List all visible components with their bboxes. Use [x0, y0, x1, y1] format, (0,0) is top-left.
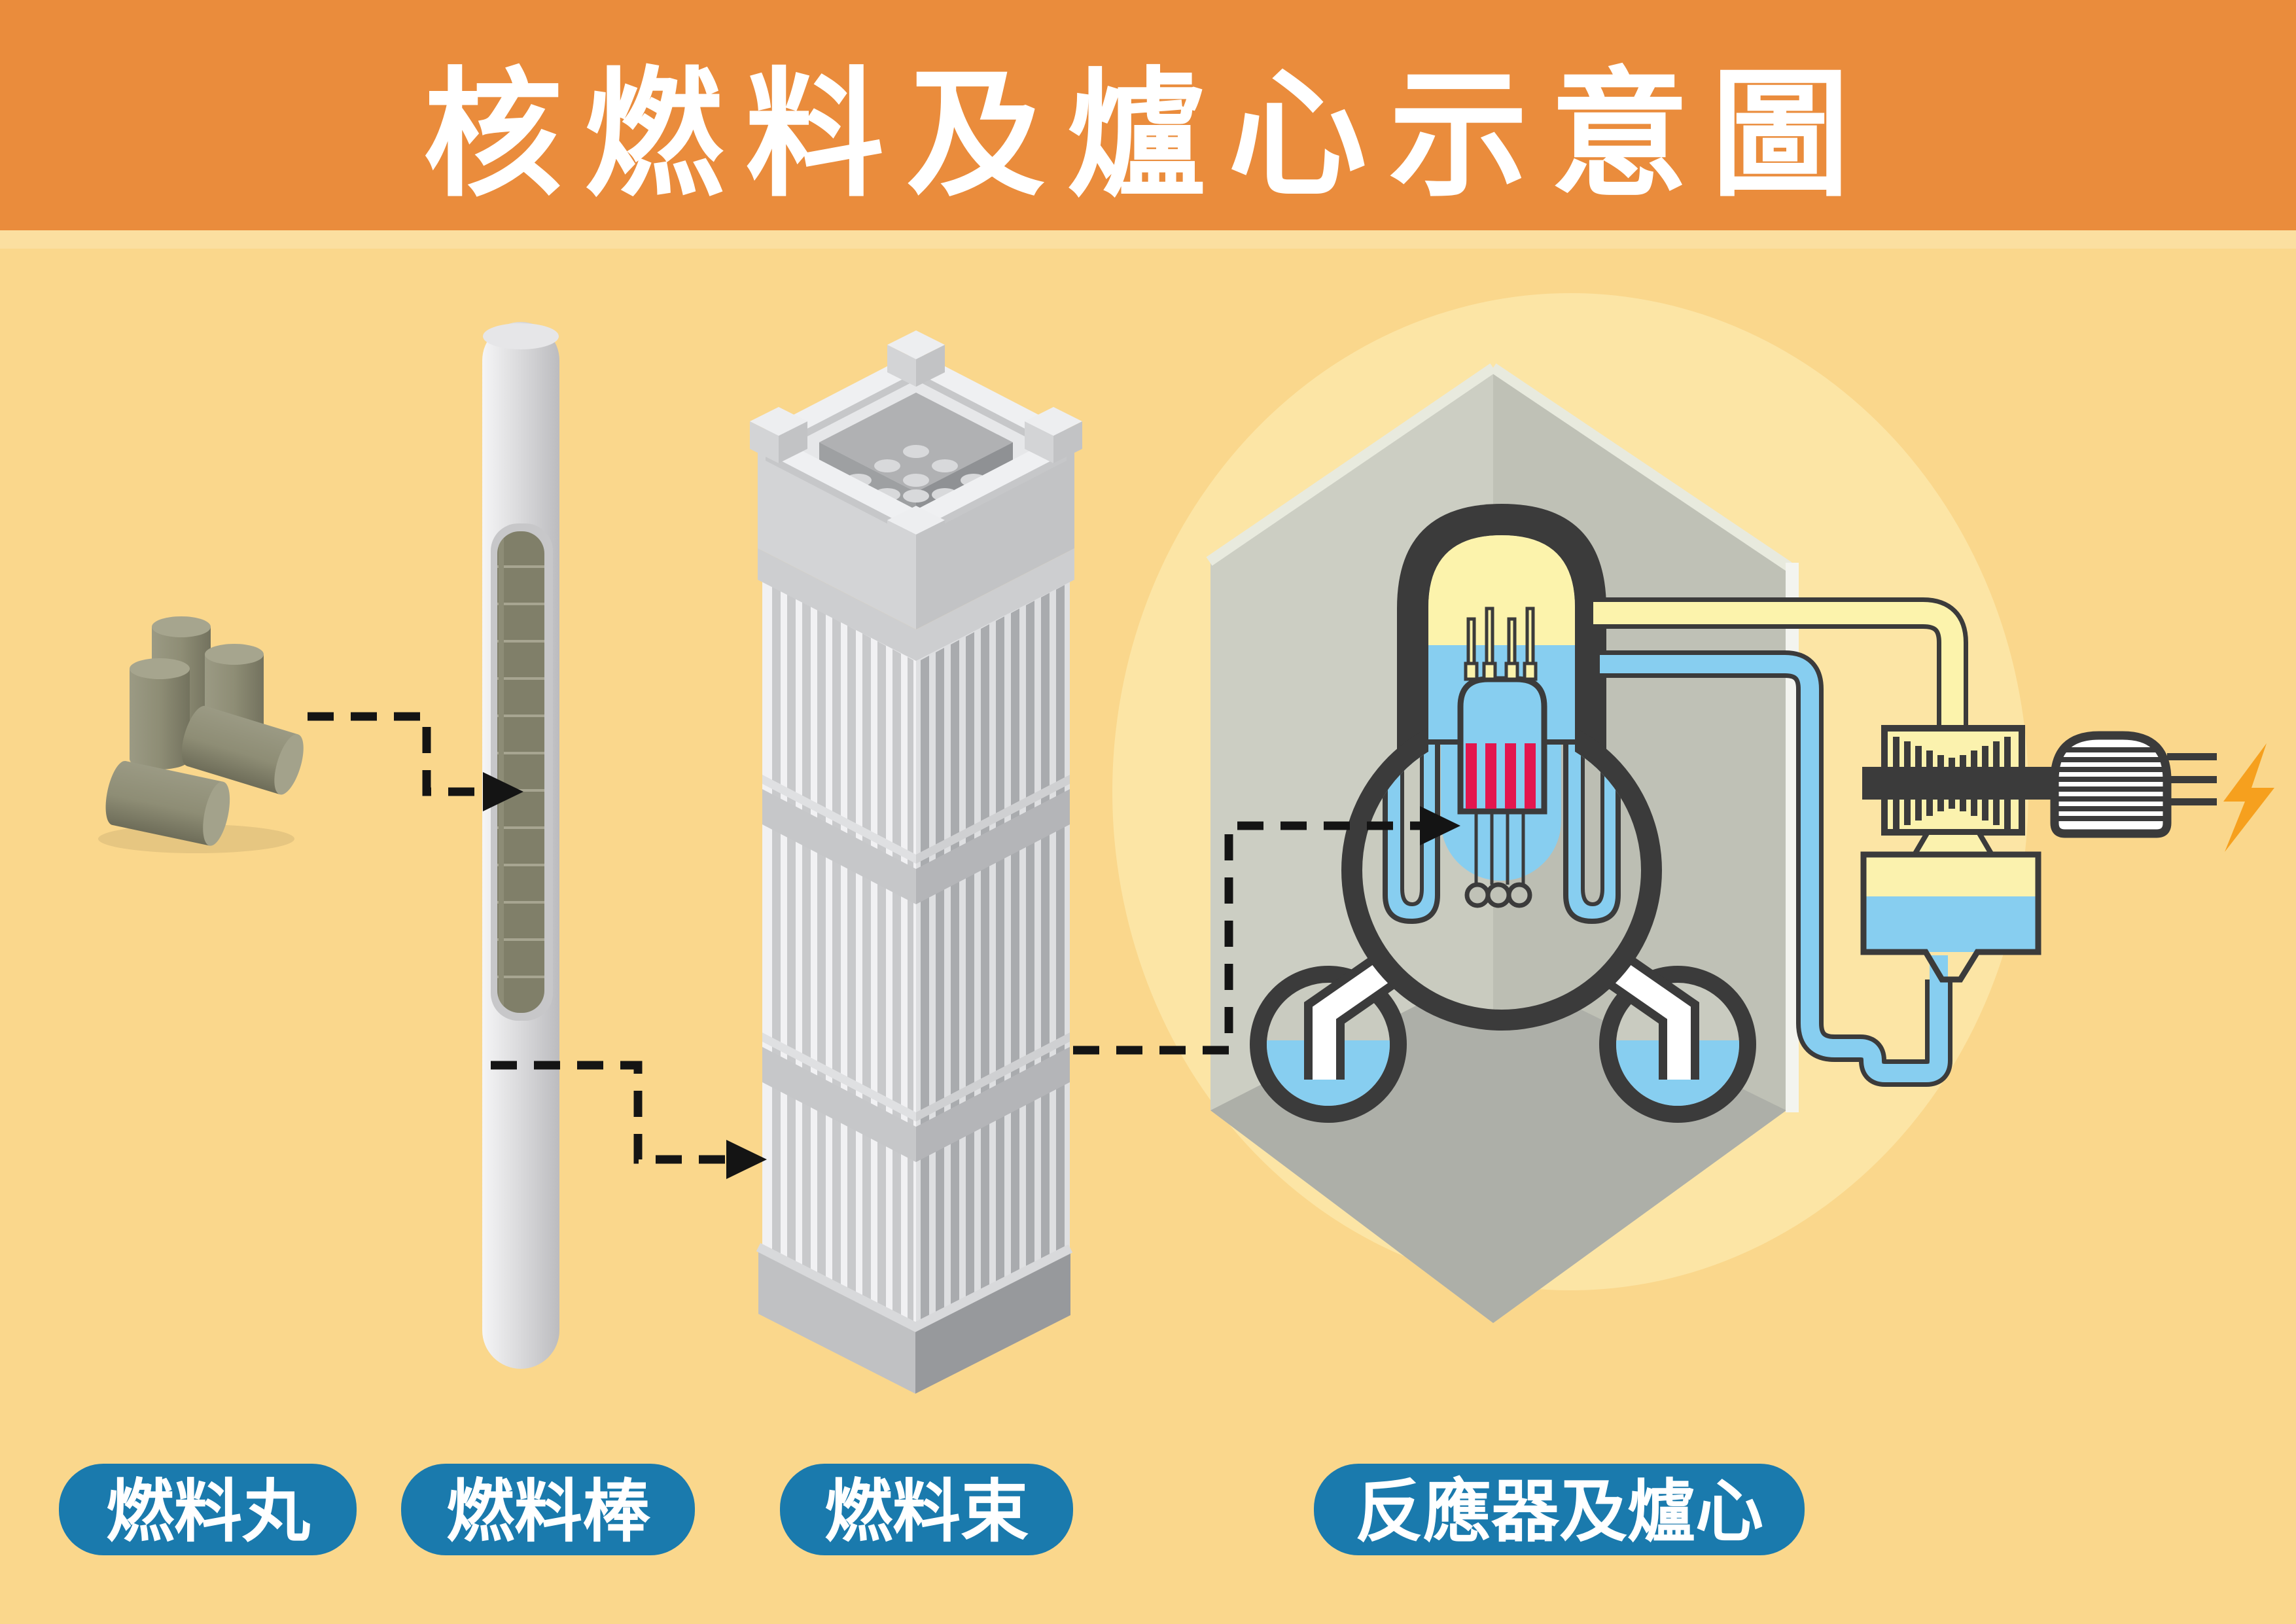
control-rod-drives	[1464, 607, 1538, 681]
pellet-lying-right	[181, 705, 304, 795]
bundle-corner-blocks	[750, 330, 1082, 563]
page-title: 核燃料及爐心示意圖	[423, 58, 1872, 213]
fuel-bundle-illustration	[750, 330, 1082, 1394]
bundle-spacer-band-lower	[762, 1033, 1070, 1162]
feedwater-return-pipe	[1600, 650, 1952, 1087]
label-pills: 燃料丸 燃料棒 燃料束 反應器及爐心	[59, 1464, 1805, 1555]
generator-coils	[2055, 747, 2167, 821]
vent-pipe-right	[1590, 942, 1699, 1080]
jet-pump-right-slot	[1581, 740, 1604, 907]
generator	[2050, 731, 2172, 838]
turbine-shaft	[1862, 767, 2058, 800]
pellet-lying-left	[105, 760, 230, 846]
bundle-top-box	[750, 330, 1082, 661]
bundle-box-rim	[758, 548, 1074, 661]
containment-edge-left	[1206, 363, 1496, 566]
label-fuel-rod: 燃料棒	[401, 1464, 695, 1555]
fuel-rod-illustration	[482, 322, 559, 1369]
drive-housings	[1464, 882, 1532, 908]
label-reactor-core-text: 反應器及爐心	[1355, 1474, 1763, 1550]
dashed-connectors	[308, 712, 1426, 1164]
reactor-core	[1466, 743, 1536, 809]
dashed-arrow-rod-to-bundle	[491, 1061, 733, 1164]
containment-edge-right	[1490, 363, 1792, 571]
turbine-condenser-neck	[1910, 830, 1996, 857]
turbine-blades	[1862, 737, 2058, 830]
label-fuel-bundle-text: 燃料束	[824, 1474, 1029, 1550]
label-fuel-rod-text: 燃料棒	[446, 1474, 651, 1550]
fuel-pellets-illustration	[98, 616, 304, 853]
label-reactor-core: 反應器及爐心	[1314, 1464, 1805, 1555]
dashed-arrow-pellet-to-rod	[308, 712, 487, 796]
steam-pipe	[1593, 597, 1968, 732]
steam-dome	[1428, 535, 1575, 645]
label-fuel-bundle: 燃料束	[780, 1464, 1073, 1555]
title-banner: 核燃料及爐心示意圖	[0, 0, 2296, 230]
power-lines	[2167, 753, 2217, 805]
bundle-base	[756, 1243, 1073, 1394]
label-fuel-pellet: 燃料丸	[59, 1464, 357, 1555]
pellet-stack-segments	[497, 534, 544, 1010]
arrowheads	[483, 772, 1460, 1179]
dashed-arrow-bundle-to-reactor	[1073, 821, 1426, 1055]
condenser	[1860, 851, 2041, 983]
turbine-island	[1860, 725, 2274, 983]
control-rod-shafts	[1474, 811, 1525, 885]
header-underline-band	[0, 230, 2296, 249]
pellet-stack	[497, 531, 544, 1013]
reactor-vessel	[1341, 504, 1662, 1031]
pellet-upright-left	[130, 658, 190, 769]
label-fuel-pellet-text: 燃料丸	[106, 1474, 310, 1550]
vent-pipe-left	[1304, 942, 1413, 1080]
bundle-spacer-band-upper	[762, 775, 1070, 904]
lightning-bolt-icon	[2223, 743, 2274, 852]
